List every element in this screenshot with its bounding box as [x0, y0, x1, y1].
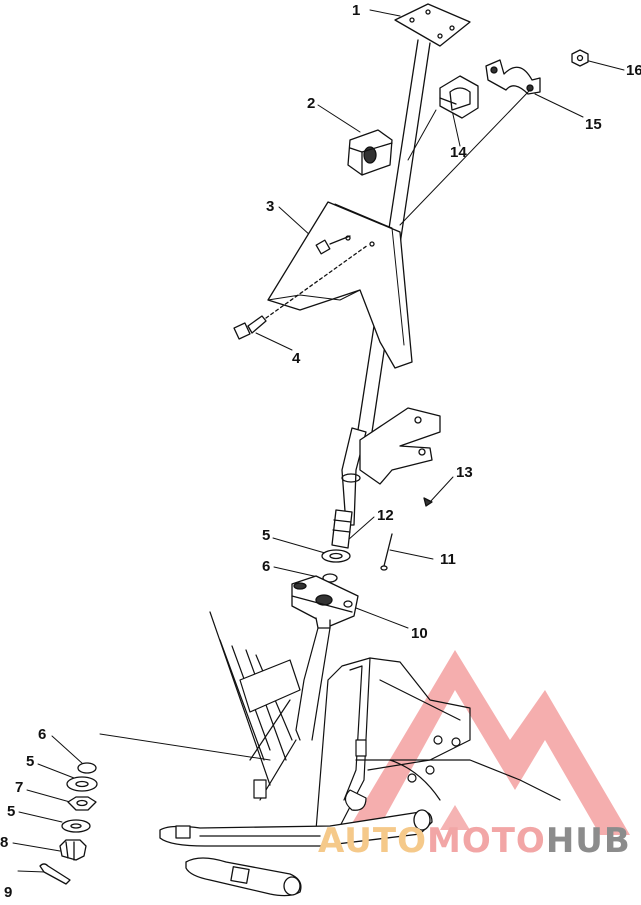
callout-11: 11 — [440, 551, 456, 568]
right-ski — [185, 857, 302, 897]
callout-8: 8 — [0, 834, 9, 851]
part-4-bolt — [233, 244, 369, 340]
watermark-text: AUTOMOTOHUB — [318, 824, 631, 858]
callout-4: 4 — [292, 350, 301, 367]
part-1-mounting-plate — [394, 3, 471, 47]
lower-hardware-stack — [39, 762, 98, 885]
callout-5-lower-a: 5 — [26, 753, 35, 770]
callout-15: 15 — [585, 116, 602, 133]
callout-1: 1 — [352, 2, 361, 19]
part-15-clamp — [399, 59, 541, 226]
steering-support-bracket — [267, 201, 413, 369]
lower-column-bracket — [359, 407, 441, 507]
callout-16: 16 — [626, 62, 641, 79]
watermark-auto: AUTO — [318, 821, 427, 861]
callout-6-upper: 6 — [262, 558, 271, 575]
callout-3: 3 — [266, 198, 275, 215]
callout-12: 12 — [377, 507, 394, 524]
part-2-bushing-block — [347, 129, 393, 176]
left-ski — [159, 809, 433, 847]
part-16-nut — [571, 49, 589, 67]
leader-lines — [12, 9, 625, 873]
callout-14: 14 — [450, 144, 467, 161]
callout-2: 2 — [307, 95, 316, 112]
upper-washer-stack — [321, 533, 393, 583]
callout-7: 7 — [15, 779, 24, 796]
part-10-pivot-block — [291, 575, 359, 629]
watermark-moto: MOTO — [426, 821, 546, 861]
part-3-screw — [315, 235, 351, 255]
callout-10: 10 — [411, 625, 428, 642]
watermark-logo — [345, 650, 630, 835]
callout-6-lower: 6 — [38, 726, 47, 743]
callout-9: 9 — [4, 884, 13, 901]
watermark-hub: HUB — [545, 821, 631, 861]
callout-5-lower-b: 5 — [7, 803, 16, 820]
callout-5-upper: 5 — [262, 527, 271, 544]
frame-chassis — [209, 611, 561, 831]
part-14-clamp-block — [439, 75, 479, 119]
callout-13: 13 — [456, 464, 473, 481]
